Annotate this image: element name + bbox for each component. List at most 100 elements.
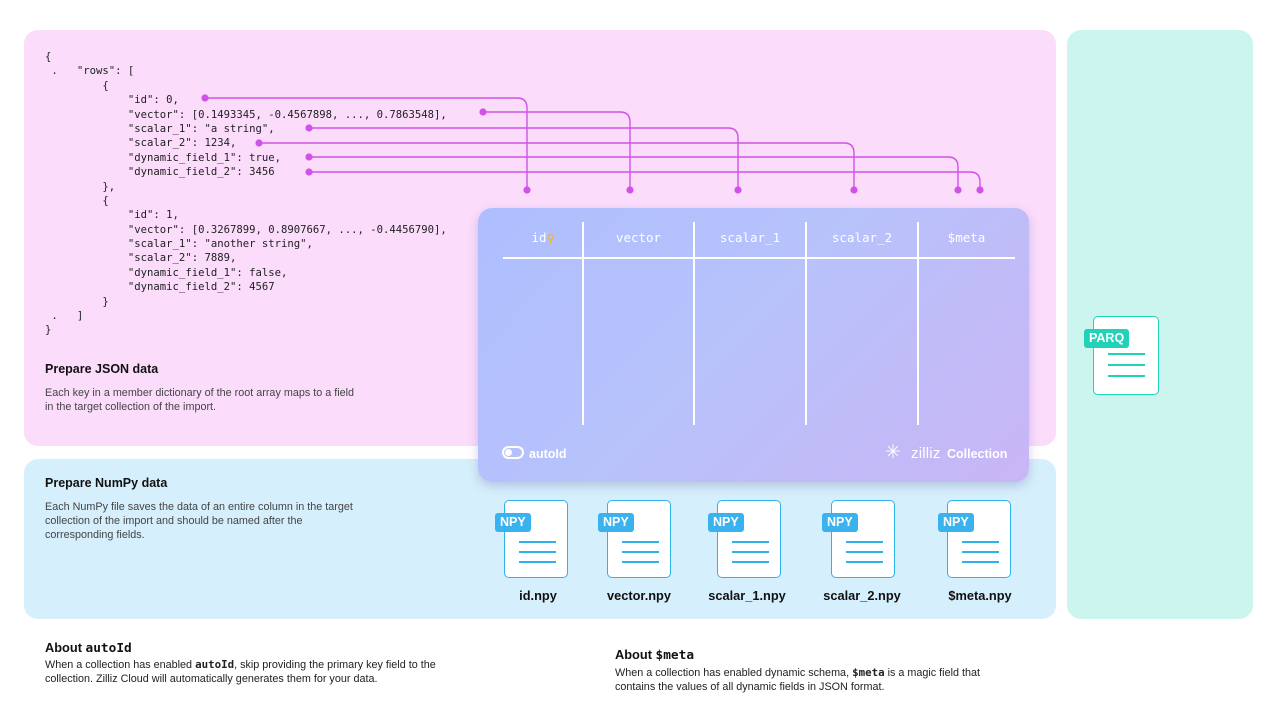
- parquet-tag: PARQ: [1084, 329, 1130, 348]
- npy-tag: NPY: [495, 513, 531, 532]
- json-section-title: Prepare JSON data: [45, 362, 159, 376]
- connector-start-dot: [305, 168, 313, 176]
- about-title-code: autoId: [85, 641, 132, 656]
- code-line: "scalar_2": 7889,: [45, 252, 237, 265]
- connector-end-dot: [954, 186, 962, 194]
- about-desc-text: When a collection has enabled: [45, 659, 196, 671]
- header-divider: [503, 257, 1015, 259]
- column-divider: [805, 222, 807, 425]
- about-desc-text: is a magic field that: [884, 667, 980, 679]
- code-line: {: [45, 51, 52, 63]
- code-line: }: [45, 324, 52, 337]
- about-desc-line: When a collection has enabled autoId, sk…: [45, 658, 436, 672]
- connector-start-dot: [305, 124, 313, 132]
- numpy-section-description: Each NumPy file saves the data of an ent…: [45, 500, 353, 542]
- about-title-prefix: About: [615, 647, 656, 662]
- code-line: {: [45, 79, 109, 92]
- npy-file-name: scalar_2.npy: [823, 588, 901, 603]
- numpy-desc-line: corresponding fields.: [45, 529, 145, 541]
- about-autoid-title: About autoId: [45, 640, 132, 656]
- npy-tag: NPY: [938, 513, 974, 532]
- code-line: "vector": [0.3267899, 0.8907667, ..., -0…: [45, 223, 447, 236]
- code-line: . "rows": [: [45, 65, 135, 78]
- npy-file-icon: NPY: [495, 500, 568, 578]
- connector-start-dot: [305, 153, 313, 161]
- connector-end-dot: [734, 186, 742, 194]
- connector-start-dot: [201, 94, 209, 102]
- connector-scalar-1: [309, 127, 739, 190]
- numpy-section-title: Prepare NumPy data: [45, 476, 168, 490]
- connector-id: [205, 97, 528, 190]
- code-line: }: [45, 295, 109, 308]
- column-header-meta: $meta: [947, 230, 986, 245]
- connector-end-dot: [523, 186, 531, 194]
- code-line: . ]: [45, 310, 84, 323]
- npy-tag: NPY: [822, 513, 858, 532]
- code-line: "id": 1,: [45, 209, 179, 222]
- autoid-label: autoId: [529, 447, 567, 461]
- npy-file-icon: NPY: [822, 500, 895, 578]
- column-header-scalar-2: scalar_2: [831, 230, 893, 245]
- npy-tag: NPY: [708, 513, 744, 532]
- connector-end-dot: [976, 186, 984, 194]
- npy-file-name: vector.npy: [606, 588, 671, 603]
- code-line: "vector": [0.1493345, -0.4567898, ..., 0…: [45, 108, 447, 121]
- json-code-block: { . "rows": [ { "id": 0, "vector": [0.14…: [45, 50, 447, 338]
- column-divider: [693, 222, 695, 425]
- zilliz-brand: zilliz: [911, 445, 941, 462]
- code-line: "dynamic_field_1": false,: [45, 266, 288, 279]
- column-header-vector: vector: [615, 230, 662, 245]
- connector-vector: [483, 111, 631, 190]
- about-desc-line: contains the values of all dynamic field…: [615, 681, 885, 693]
- about-desc-code: autoId: [195, 658, 235, 671]
- about-desc-text: , skip providing the primary key field t…: [234, 659, 436, 671]
- json-desc-line: Each key in a member dictionary of the r…: [45, 387, 355, 399]
- code-line: "id": 0,: [45, 94, 179, 107]
- parquet-file-icon: PARQ: [1084, 316, 1159, 395]
- connector-dynamic-1: [309, 156, 959, 190]
- connector-end-dot: [626, 186, 634, 194]
- column-header-id: id⚲: [503, 230, 583, 250]
- code-line: "scalar_2": 1234,: [45, 137, 237, 150]
- code-line: {: [45, 194, 109, 207]
- about-desc-line: collection. Zilliz Cloud will automatica…: [45, 673, 378, 685]
- about-desc-line: When a collection has enabled dynamic sc…: [615, 666, 980, 680]
- numpy-desc-line: collection of the import and should be n…: [45, 515, 303, 527]
- collection-label: Collection: [947, 447, 1008, 461]
- connector-start-dot: [479, 108, 487, 116]
- column-divider: [582, 222, 584, 425]
- zilliz-logo-icon: ✳: [885, 442, 901, 463]
- key-icon: ⚲: [546, 232, 555, 245]
- about-desc-code: $meta: [852, 666, 885, 679]
- npy-file-name: id.npy: [519, 588, 557, 603]
- autoid-toggle[interactable]: [502, 446, 524, 459]
- json-section-description: Each key in a member dictionary of the r…: [45, 386, 354, 414]
- connector-start-dot: [255, 139, 263, 147]
- code-line: "dynamic_field_2": 4567: [45, 281, 275, 294]
- about-desc-text: When a collection has enabled dynamic sc…: [615, 667, 853, 679]
- code-line: "dynamic_field_2": 3456: [45, 166, 275, 179]
- code-line: "dynamic_field_1": true,: [45, 151, 281, 164]
- code-line: "scalar_1": "another string",: [45, 238, 313, 251]
- numpy-desc-line: Each NumPy file saves the data of an ent…: [45, 501, 353, 513]
- about-title-prefix: About: [45, 640, 86, 655]
- about-meta-title: About $meta: [615, 647, 694, 663]
- connector-scalar-2: [259, 142, 855, 190]
- npy-file-icon: NPY: [938, 500, 1011, 578]
- collection-card: id⚲ vector scalar_1 scalar_2 $meta autoI…: [478, 208, 1029, 482]
- code-line: "scalar_1": "a string",: [45, 122, 275, 135]
- column-divider: [917, 222, 919, 425]
- json-desc-line: in the target collection of the import.: [45, 401, 217, 413]
- npy-file-name: scalar_1.npy: [708, 588, 786, 603]
- about-meta-description: When a collection has enabled dynamic sc…: [615, 666, 980, 694]
- npy-tag: NPY: [598, 513, 634, 532]
- connector-dynamic-2: [309, 171, 981, 190]
- npy-file-icon: NPY: [598, 500, 671, 578]
- about-autoid-description: When a collection has enabled autoId, sk…: [45, 658, 436, 686]
- npy-file-icon: NPY: [708, 500, 781, 578]
- code-line: },: [45, 180, 116, 193]
- npy-file-name: $meta.npy: [948, 588, 1012, 603]
- connector-end-dot: [850, 186, 858, 194]
- column-header-scalar-1: scalar_1: [719, 230, 781, 245]
